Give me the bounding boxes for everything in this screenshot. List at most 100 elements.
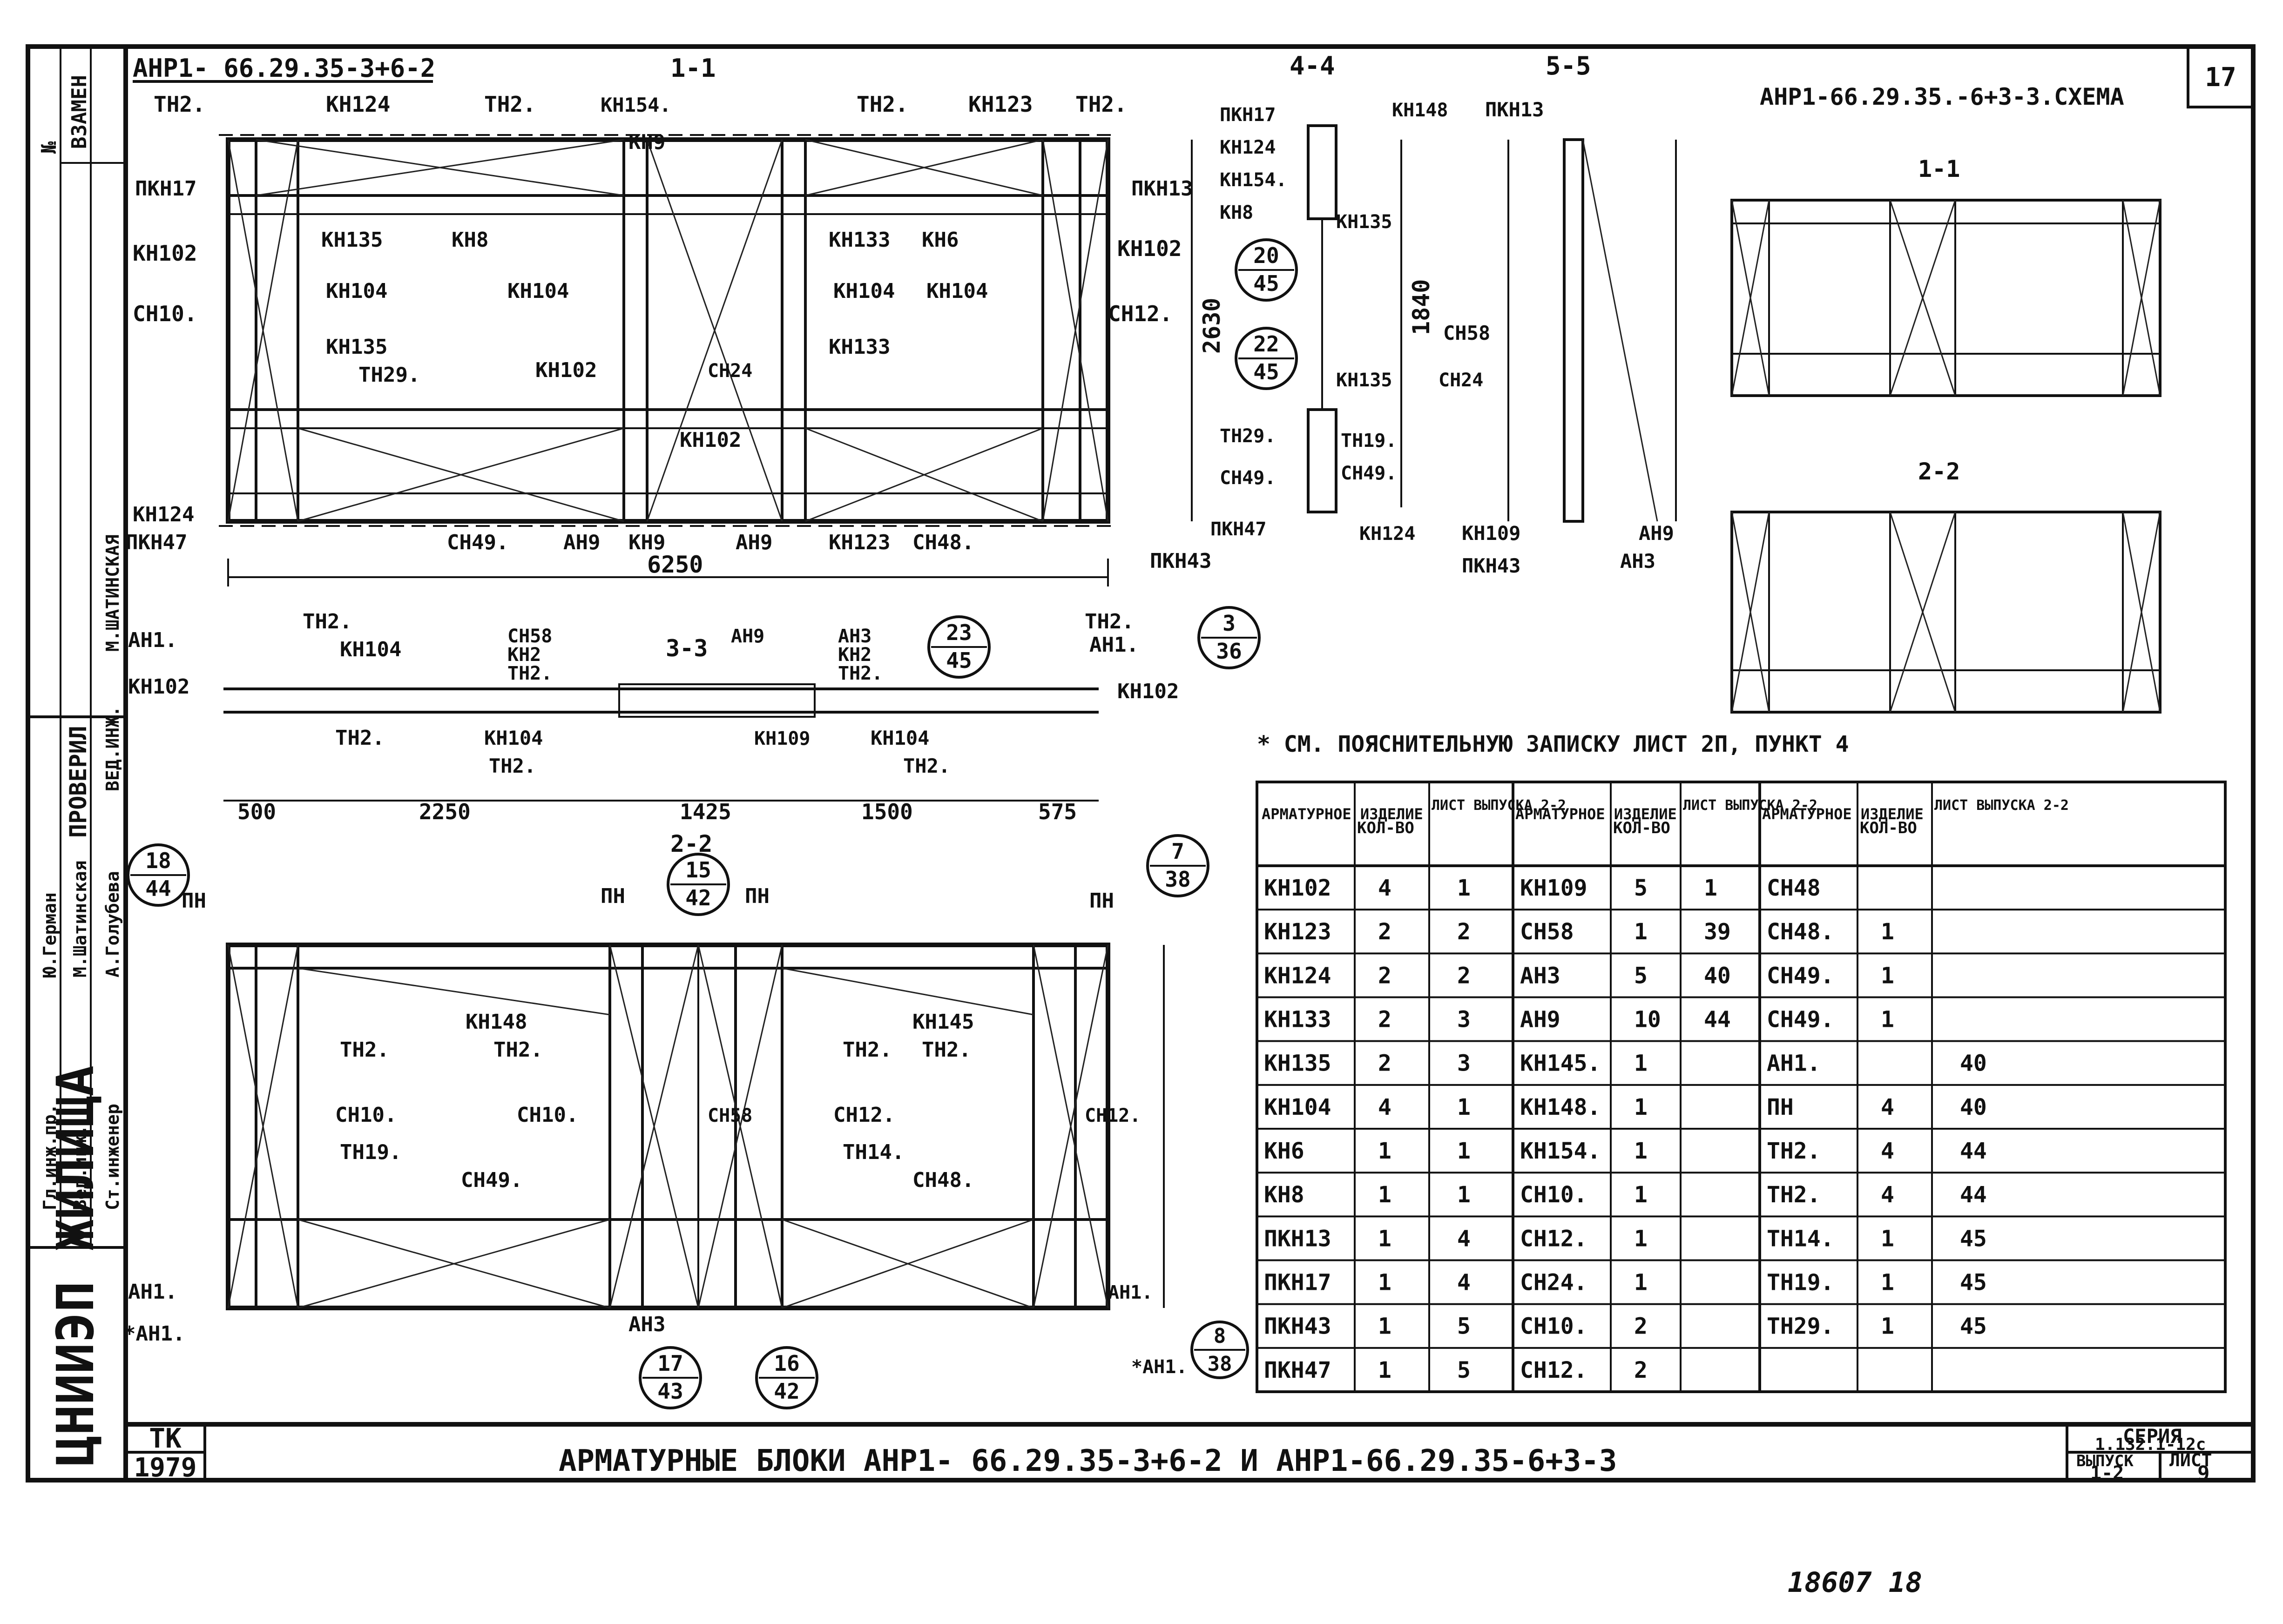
table-cell: 1 [1881,919,1894,945]
lbl-ch24-a: СН24 [708,360,752,382]
lbl-kh104-b: КН104 [507,279,569,303]
lbl-kh154: КН154. [601,94,671,116]
table-cell: КН6 [1264,1138,1304,1164]
svg-text:3: 3 [1223,611,1236,636]
table-cell: 44 [1960,1182,1987,1208]
stamp-tk: ТК [149,1422,182,1454]
stamp-series-label: СЕРИЯ [2123,1425,2182,1448]
circle-16-42: 16 42 [755,1346,818,1409]
left-stamp: № ВЗАМЕН ПРОВЕРИЛ М.ШАТИНСКАЯ ВЕД.ИНЖ. Г… [28,47,126,1466]
table-cell: КН124 [1264,963,1331,989]
dim-1840: 1840 [1408,279,1435,335]
circle-20-45: 20 45 [1235,238,1298,302]
th-qty-1: КОЛ-ВО [1357,819,1414,837]
table-cell: КН133 [1264,1007,1331,1033]
footer-number: 18607 18 [1788,1566,1922,1599]
svg-text:8: 8 [1214,1324,1226,1348]
svg-text:38: 38 [1208,1352,1232,1376]
lbl-ch10-a: СН10. [133,301,197,326]
table-cell: 4 [1378,1094,1391,1120]
table-cell: 1 [1881,1007,1894,1033]
th-qty-3: КОЛ-ВО [1860,819,1917,837]
table-cell: СН12. [1520,1357,1587,1383]
lbl-ah1-a: АН1. [128,628,177,652]
stamp-org: ЦНИИЭП ЖИЛИЩА [46,1065,105,1466]
table-cell: 4 [1881,1182,1894,1208]
stamp-num: № [37,141,61,154]
table-cell: 45 [1960,1314,1987,1340]
lbl-th2-a: ТН2. [154,92,205,117]
lbl-kh104-a: КН104 [326,279,387,303]
section-1-1: 1-1 [670,54,716,83]
lbl-th2-b: ТН2. [484,92,536,117]
lbl-kh124-c: КН124 [1220,137,1276,158]
lbl-kh154-b: КН154. [1220,169,1287,191]
table-cell: 3 [1457,1007,1471,1033]
stamp-ved-inzh-2: Вед.инж. [70,1125,90,1210]
svg-text:20: 20 [1253,243,1279,268]
table-cell: ТН14. [1767,1226,1834,1252]
lbl-th2-j: ТН2. [489,755,536,777]
table-cell: 1 [1881,1314,1894,1340]
dim-1425: 1425 [680,799,731,824]
table-cell: 39 [1704,919,1731,945]
dim-500: 500 [237,799,276,824]
lbl-ch12-c: СН12. [1085,1105,1141,1126]
table-cell: ТН19. [1767,1270,1834,1296]
lbl-ah9-c: АН9 [1639,522,1674,545]
title-left: АНР1- 66.29.35-3+6-2 [133,54,435,83]
table-cell: СН48. [1767,919,1834,945]
section-r-2-2: 2-2 [1918,458,1960,485]
stamp-sheet-value: 9 [2197,1462,2210,1485]
lbl-kh8-b: КН8 [1220,202,1253,223]
spec-table: АРМАТУРНОЕ ИЗДЕЛИЕ КОЛ-ВО ЛИСТ ВЫПУСКА 2… [1256,781,2227,1393]
lbl-pkh13-b: ПКН13 [1485,98,1544,121]
table-cell: 5 [1457,1314,1471,1340]
lbl-th29-b: ТН29. [1220,425,1276,447]
table-cell: 44 [1960,1138,1987,1164]
lbl-th2-d: ТН2. [1075,92,1127,117]
lbl-ch10-c: СН10. [517,1103,578,1127]
table-cell: 4 [1881,1138,1894,1164]
lbl-kh135-c: КН135 [1336,211,1392,233]
lbl-kh9-a: КН9 [628,531,665,554]
lbl-pkh47-a: ПКН47 [126,531,187,554]
svg-text:45: 45 [1253,359,1279,384]
stamp-ved-inzh: ВЕД.ИНЖ. [102,706,123,791]
dim-2630: 2630 [1198,298,1225,354]
svg-text:43: 43 [657,1379,683,1404]
lbl-ah1-c: АН1. [128,1280,177,1304]
table-cell: 1 [1457,1094,1471,1120]
table-cell: 10 [1634,1007,1661,1033]
table-cell: 4 [1457,1226,1471,1252]
svg-text:45: 45 [1253,271,1279,296]
table-cell: 1 [1634,1270,1648,1296]
circle-3-36: 3 36 [1197,606,1261,669]
th-sheet-3: ЛИСТ ВЫПУСКА 2-2 [1934,797,2069,814]
table-cell: ТН2. [1767,1138,1821,1164]
stamp-year: 1979 [134,1453,197,1483]
table-cell: 3 [1457,1051,1471,1077]
table-cell: 1 [1881,1226,1894,1252]
circle-7-38: 7 38 [1146,834,1209,897]
table-cell: 1 [1634,1182,1648,1208]
circle-15-42: 15 42 [667,853,730,916]
lbl-kh102-f: КН102 [1117,680,1179,703]
table-cell: 4 [1881,1094,1894,1120]
lbl-kh133-b: КН133 [829,335,890,359]
th-qty-2: КОЛ-ВО [1613,819,1670,837]
lbl-pn-c: ПН [745,884,770,908]
stamp-sheet-label: ЛИСТ [2169,1450,2212,1470]
lbl-pkh17-a: ПКН17 [135,177,196,201]
table-cell: 1 [1378,1226,1391,1252]
table-cell: 2 [1378,1051,1391,1077]
svg-text:45: 45 [946,648,972,673]
sheet-frame [26,44,2256,1482]
stamp-zam: ВЗАМЕН [68,75,91,149]
lbl-kh135-d: КН135 [1336,370,1392,391]
lbl-th2-c: ТН2. [857,92,908,117]
lbl-th2-i: ТН2. [1085,610,1134,633]
lbl-ch48-a: СН48. [912,531,974,554]
table-cell: АН1. [1767,1051,1821,1077]
table-cell: КН8 [1264,1182,1304,1208]
